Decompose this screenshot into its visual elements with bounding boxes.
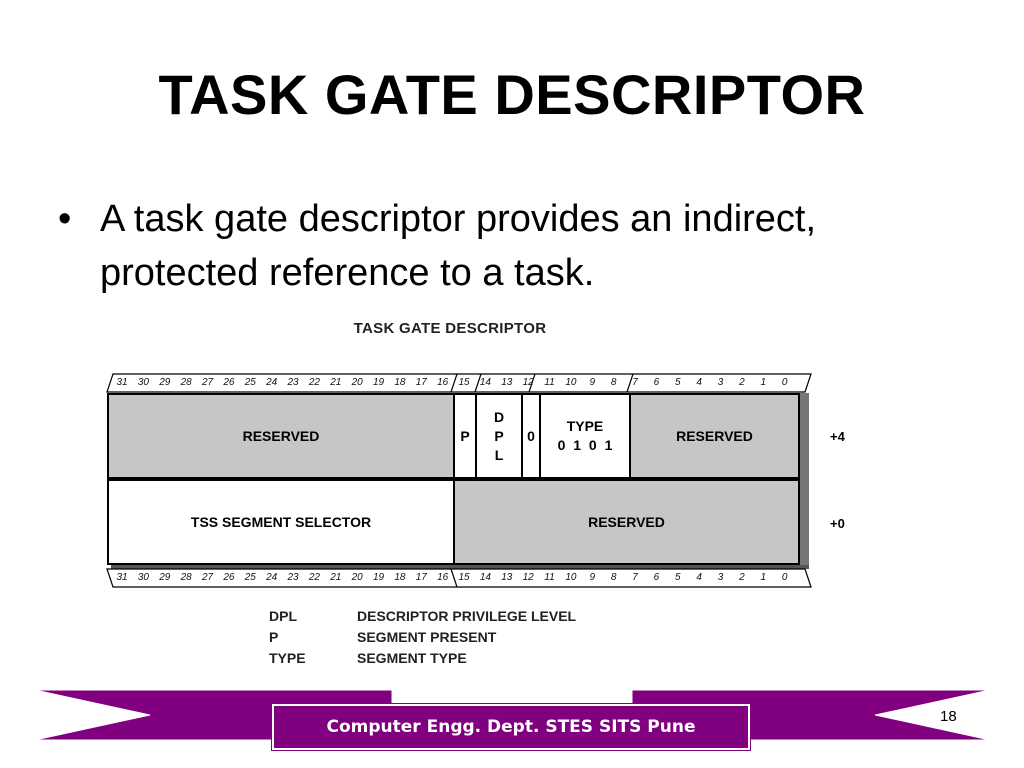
bit-number: 17 <box>415 377 427 388</box>
bit-number: 4 <box>696 572 702 583</box>
bit-number: 15 <box>458 377 470 388</box>
bit-number: 1 <box>760 572 767 583</box>
bit-number: 18 <box>394 572 406 583</box>
bottom-bit-ruler-frame <box>106 568 812 588</box>
bit-number: 30 <box>137 377 149 388</box>
legend-definition: DESCRIPTOR PRIVILEGE LEVEL <box>357 608 577 624</box>
bullet-marker: • <box>58 198 72 240</box>
bit-number: 12 <box>522 572 534 583</box>
legend-definition: SEGMENT TYPE <box>357 650 467 666</box>
offset-plus-4: +4 <box>830 429 845 444</box>
legend-term: P <box>269 629 279 645</box>
slide-title: TASK GATE DESCRIPTOR <box>158 63 866 126</box>
bit-number: 9 <box>589 377 596 388</box>
bit-number: 28 <box>180 572 192 583</box>
bit-number: 29 <box>159 572 171 583</box>
legend-definition: SEGMENT PRESENT <box>357 629 497 645</box>
bit-number: 21 <box>330 377 342 388</box>
bit-number: 0 <box>781 572 788 583</box>
bit-number: 4 <box>696 377 702 388</box>
bit-number: 19 <box>372 377 385 388</box>
bit-number: 20 <box>351 377 363 388</box>
bit-number: 23 <box>287 377 299 388</box>
bit-number: 2 <box>739 377 745 388</box>
type-field: TYPE 0 1 0 1 <box>541 395 631 477</box>
bit-number: 8 <box>610 377 617 388</box>
bit-number: 27 <box>201 572 214 583</box>
bit-number: 6 <box>653 572 660 583</box>
type-label: TYPE <box>566 418 604 434</box>
bit-number: 3 <box>717 377 724 388</box>
bit-number: 7 <box>632 572 638 583</box>
top-bit-ruler-frame <box>106 373 812 393</box>
bit-number: 10 <box>565 572 577 583</box>
bit-number: 10 <box>565 377 577 388</box>
descriptor-lower-row: TSS SEGMENT SELECTOR RESERVED <box>107 479 800 565</box>
zero-field: 0 <box>523 395 541 477</box>
bit-number: 22 <box>308 572 320 583</box>
reserved-lower: RESERVED <box>455 481 798 563</box>
footer-banner: Computer Engg. Dept. STES SITS Pune <box>271 703 751 751</box>
bit-number: 28 <box>180 377 192 388</box>
bit-number: 31 <box>116 572 128 583</box>
bit-number: 27 <box>201 377 214 388</box>
dpl-letter-l: L <box>494 446 504 463</box>
bit-number: 16 <box>437 572 449 583</box>
bit-number: 18 <box>394 377 406 388</box>
type-bits: 0 1 0 1 <box>557 437 613 453</box>
dpl-field: D P L <box>477 395 523 477</box>
bit-number: 11 <box>544 377 555 388</box>
bit-number: 24 <box>266 572 278 583</box>
bit-number: 22 <box>308 377 320 388</box>
bullet-text: A task gate descriptor provides an indir… <box>100 198 817 294</box>
bit-number: 5 <box>674 377 681 388</box>
bit-number: 31 <box>116 377 128 388</box>
bit-number: 26 <box>223 572 235 583</box>
bit-number: 19 <box>372 572 385 583</box>
bit-number: 29 <box>159 377 171 388</box>
bit-number: 14 <box>479 572 491 583</box>
descriptor-upper-row: RESERVED P D P L 0 TYPE 0 1 0 1 RESERVED <box>107 393 800 479</box>
bit-number: 6 <box>653 377 660 388</box>
bit-number: 3 <box>717 572 724 583</box>
tss-segment-selector-field: TSS SEGMENT SELECTOR <box>109 481 455 563</box>
legend-term: DPL <box>269 608 297 624</box>
bit-number: 26 <box>223 377 235 388</box>
box-shadow-right <box>800 393 809 565</box>
bit-number: 7 <box>632 377 638 388</box>
bit-number: 25 <box>244 377 256 388</box>
bit-number: 23 <box>287 572 299 583</box>
bit-number: 15 <box>458 572 470 583</box>
bit-number: 20 <box>351 572 363 583</box>
reserved-upper-left: RESERVED <box>109 395 455 477</box>
bit-number: 17 <box>415 572 427 583</box>
offset-plus-0: +0 <box>830 516 845 531</box>
bit-number: 25 <box>244 572 256 583</box>
box-shadow-bottom <box>111 565 809 569</box>
dpl-letter-d: D <box>493 408 505 425</box>
bit-number: 30 <box>137 572 149 583</box>
page-number: 18 <box>940 708 957 725</box>
bit-number: 12 <box>522 377 534 388</box>
dpl-letter-p: P <box>494 427 504 444</box>
bit-number: 14 <box>479 377 491 388</box>
bit-number: 5 <box>674 572 681 583</box>
bit-number: 8 <box>610 572 617 583</box>
bit-number: 11 <box>544 572 555 583</box>
bit-number: 2 <box>739 572 745 583</box>
legend-term: TYPE <box>269 650 306 666</box>
reserved-upper-right: RESERVED <box>631 395 798 477</box>
bit-number: 16 <box>437 377 449 388</box>
bit-number: 9 <box>589 572 596 583</box>
bit-number: 21 <box>330 572 342 583</box>
bit-number: 13 <box>501 377 513 388</box>
diagram-caption: TASK GATE DESCRIPTOR <box>353 320 547 337</box>
bit-number: 24 <box>266 377 278 388</box>
bit-number: 0 <box>781 377 788 388</box>
bit-number: 13 <box>501 572 513 583</box>
bit-number: 1 <box>760 377 767 388</box>
p-field: P <box>455 395 477 477</box>
